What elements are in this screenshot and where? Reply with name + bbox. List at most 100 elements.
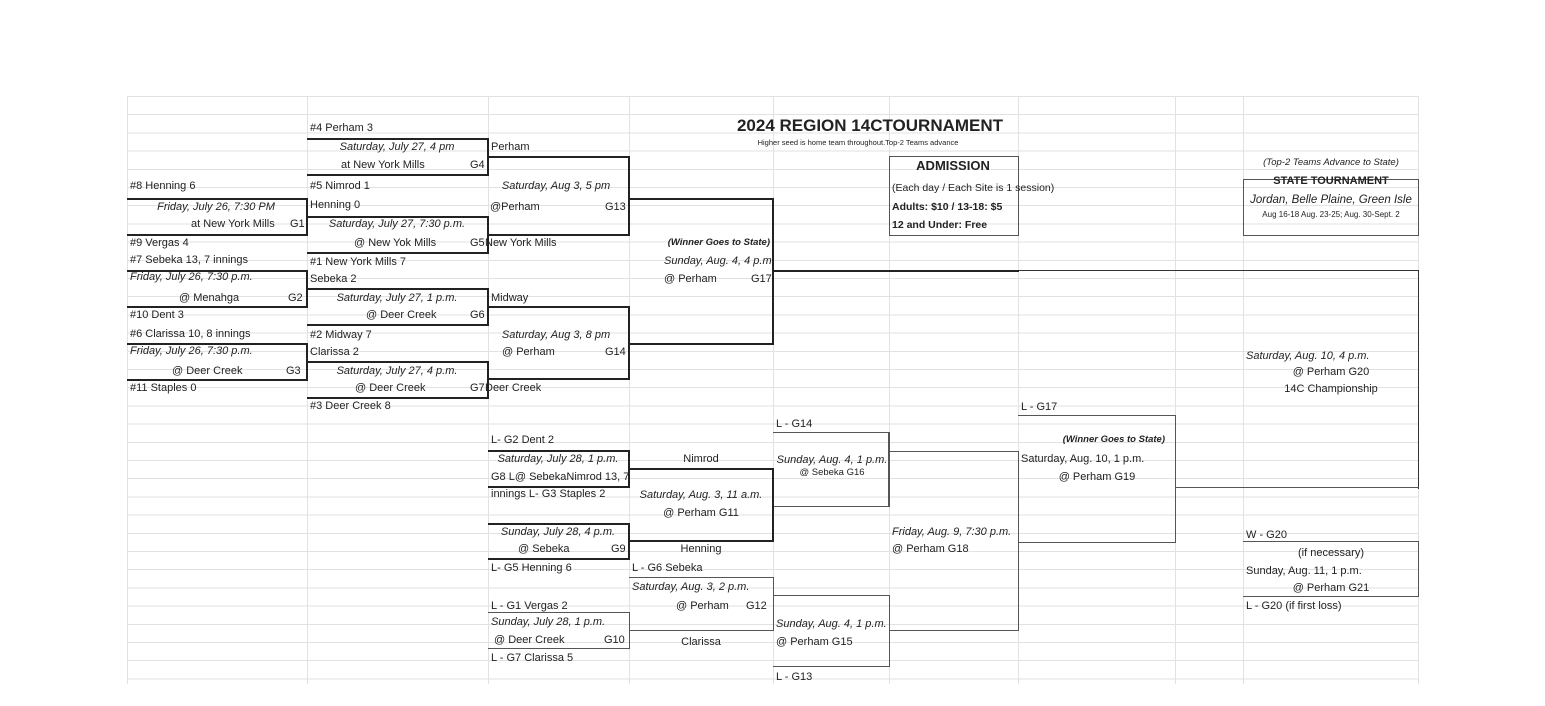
game-number: G5 bbox=[470, 237, 485, 249]
team-label: L - G13 bbox=[776, 671, 813, 683]
team-label: L - G20 (if first loss) bbox=[1246, 600, 1342, 612]
team-label: Henning 0 bbox=[310, 199, 361, 211]
game-time: Saturday, Aug 3, 8 pm bbox=[501, 329, 611, 341]
team-label: #9 Vergas 4 bbox=[130, 237, 189, 249]
g16-bracket bbox=[773, 432, 890, 507]
team-label: Sebeka 2 bbox=[310, 273, 357, 285]
team-label: Clarissa 2 bbox=[310, 346, 359, 358]
game-time: Saturday, July 28, 1 p.m. bbox=[497, 453, 619, 465]
admission-note: (Each day / Each Site is 1 session) bbox=[892, 182, 1055, 194]
state-note: (Top-2 Teams Advance to State) bbox=[1263, 157, 1399, 168]
winner-note: (Winner Goes to State) bbox=[667, 237, 770, 248]
g13-bracket bbox=[488, 156, 630, 236]
admission-heading: ADMISSION bbox=[916, 158, 990, 173]
team-label: #3 Deer Creek 8 bbox=[310, 400, 391, 412]
team-label: New York Mills bbox=[485, 237, 557, 249]
game-number: G12 bbox=[746, 600, 767, 612]
game-number: G14 bbox=[605, 346, 626, 358]
team-label: #2 Midway 7 bbox=[310, 329, 372, 341]
team-label: #11 Staples 0 bbox=[130, 382, 197, 394]
game-site: @ Perham G11 bbox=[663, 507, 739, 519]
team-label: Perham bbox=[491, 141, 530, 153]
state-dates: Aug 16-18 Aug. 23-25; Aug. 30-Sept. 2 bbox=[1262, 210, 1400, 219]
game-time: Saturday, Aug. 10, 1 p.m. bbox=[1021, 453, 1145, 465]
g11-bracket bbox=[629, 468, 774, 542]
game-number: G17 bbox=[751, 273, 772, 285]
game-number: G13 bbox=[605, 201, 626, 213]
game-number: G3 bbox=[286, 365, 301, 377]
admission-kids: 12 and Under: Free bbox=[892, 219, 988, 231]
team-label: Clarissa bbox=[681, 636, 721, 648]
team-label: W - G20 bbox=[1246, 529, 1287, 541]
game-time: Sunday, Aug. 4, 1 p.m. bbox=[776, 454, 888, 466]
team-label: L - G14 bbox=[776, 418, 813, 430]
game-time: Saturday, Aug. 10, 4 p.m. bbox=[1246, 350, 1370, 362]
team-label: L - G6 Sebeka bbox=[632, 562, 703, 574]
g15-bracket bbox=[773, 595, 890, 667]
game-overlap-text: G8 L@ SebekaNimrod 13, 7 bbox=[491, 471, 630, 483]
game-site: @Perham bbox=[490, 201, 540, 213]
subtitle: Higher seed is home team throughout.Top-… bbox=[757, 138, 959, 147]
team-label: L- G5 Henning 6 bbox=[491, 562, 572, 574]
admission-adults: Adults: $10 / 13-18: $5 bbox=[892, 201, 1003, 213]
state-heading: STATE TOURNAMENT bbox=[1273, 175, 1389, 187]
state-sites: Jordan, Belle Plaine, Green Isle bbox=[1250, 194, 1412, 206]
winner-note: (Winner Goes to State) bbox=[1062, 434, 1165, 445]
team-label: #8 Henning 6 bbox=[130, 180, 196, 192]
game-time: Sunday, Aug. 4, 1 p.m. bbox=[776, 618, 887, 630]
game-site: @ New Yok Mills bbox=[354, 237, 437, 249]
game-time: Saturday, July 27, 4 pm bbox=[339, 141, 455, 153]
team-label: Deer Creek bbox=[485, 382, 542, 394]
game-time: Friday, July 26, 7:30 p.m. bbox=[130, 345, 253, 357]
game-site: at New York Mills bbox=[191, 218, 275, 230]
game-time: Sunday, Aug. 4, 4 p.m. bbox=[664, 255, 775, 267]
game-site: @ Perham bbox=[502, 346, 555, 358]
admission-box bbox=[889, 156, 1019, 236]
team-label: Henning bbox=[680, 543, 722, 555]
game-site: @ Perham G21 bbox=[1292, 582, 1370, 594]
game-number: G6 bbox=[470, 309, 485, 321]
team-label: #1 New York Mills 7 bbox=[310, 256, 406, 268]
g7-bracket bbox=[307, 361, 489, 399]
g14-bracket bbox=[488, 306, 630, 380]
team-label: #5 Nimrod 1 bbox=[310, 180, 370, 192]
team-label: #10 Dent 3 bbox=[130, 309, 184, 321]
game-number: G1 bbox=[290, 218, 305, 230]
state-box bbox=[1243, 179, 1419, 236]
team-label: Nimrod bbox=[683, 453, 719, 465]
game-number: G10 bbox=[604, 634, 625, 646]
team-label: #4 Perham 3 bbox=[310, 122, 373, 134]
game-site: @ Perham G15 bbox=[776, 636, 853, 648]
page-title: 2024 REGION 14CTOURNAMENT bbox=[736, 116, 1004, 135]
team-label: L - G1 Vergas 2 bbox=[491, 600, 568, 612]
game-time: Saturday, Aug. 3, 11 a.m. bbox=[639, 489, 763, 501]
game-site: @ Deer Creek bbox=[494, 634, 565, 646]
game-time: Friday, July 26, 7:30 PM bbox=[157, 201, 275, 213]
team-label: Midway bbox=[491, 292, 529, 304]
game-site: @ Perham G18 bbox=[892, 543, 969, 555]
if-necessary-note: (if necessary) bbox=[1297, 547, 1365, 559]
game-time: Friday, Aug. 9, 7:30 p.m. bbox=[892, 526, 1012, 538]
game-number: G2 bbox=[288, 292, 303, 304]
g21-bracket bbox=[1243, 541, 1419, 597]
game-site: @ Sebeka bbox=[518, 543, 570, 555]
game-site: @ Perham G20 bbox=[1292, 366, 1370, 378]
game-time: Sunday, July 28, 4 p.m. bbox=[500, 526, 616, 538]
game-site: @ Menahga bbox=[179, 292, 240, 304]
game-number: G9 bbox=[611, 543, 626, 555]
game-number: G7 bbox=[470, 382, 485, 394]
team-label: L- G2 Dent 2 bbox=[491, 434, 554, 446]
game-time: Saturday, July 27, 7:30 p.m. bbox=[328, 218, 466, 230]
g18-bracket bbox=[889, 451, 1019, 631]
championship-label: 14C Championship bbox=[1284, 383, 1378, 395]
cell-grid bbox=[127, 96, 1418, 684]
team-label: #6 Clarissa 10, 8 innings bbox=[130, 328, 251, 340]
game-site: @ Perham G19 bbox=[1058, 471, 1136, 483]
game-number: G4 bbox=[470, 159, 485, 171]
team-label: L - G7 Clarissa 5 bbox=[491, 652, 574, 664]
game-site: at New York Mills bbox=[341, 159, 425, 171]
game-time: Saturday, Aug. 3, 2 p.m. bbox=[632, 581, 750, 593]
team-label: innings L- G3 Staples 2 bbox=[491, 488, 606, 500]
game-time: Friday, July 26, 7:30 p.m. bbox=[130, 271, 253, 283]
game-site: @ Deer Creek bbox=[366, 309, 437, 321]
